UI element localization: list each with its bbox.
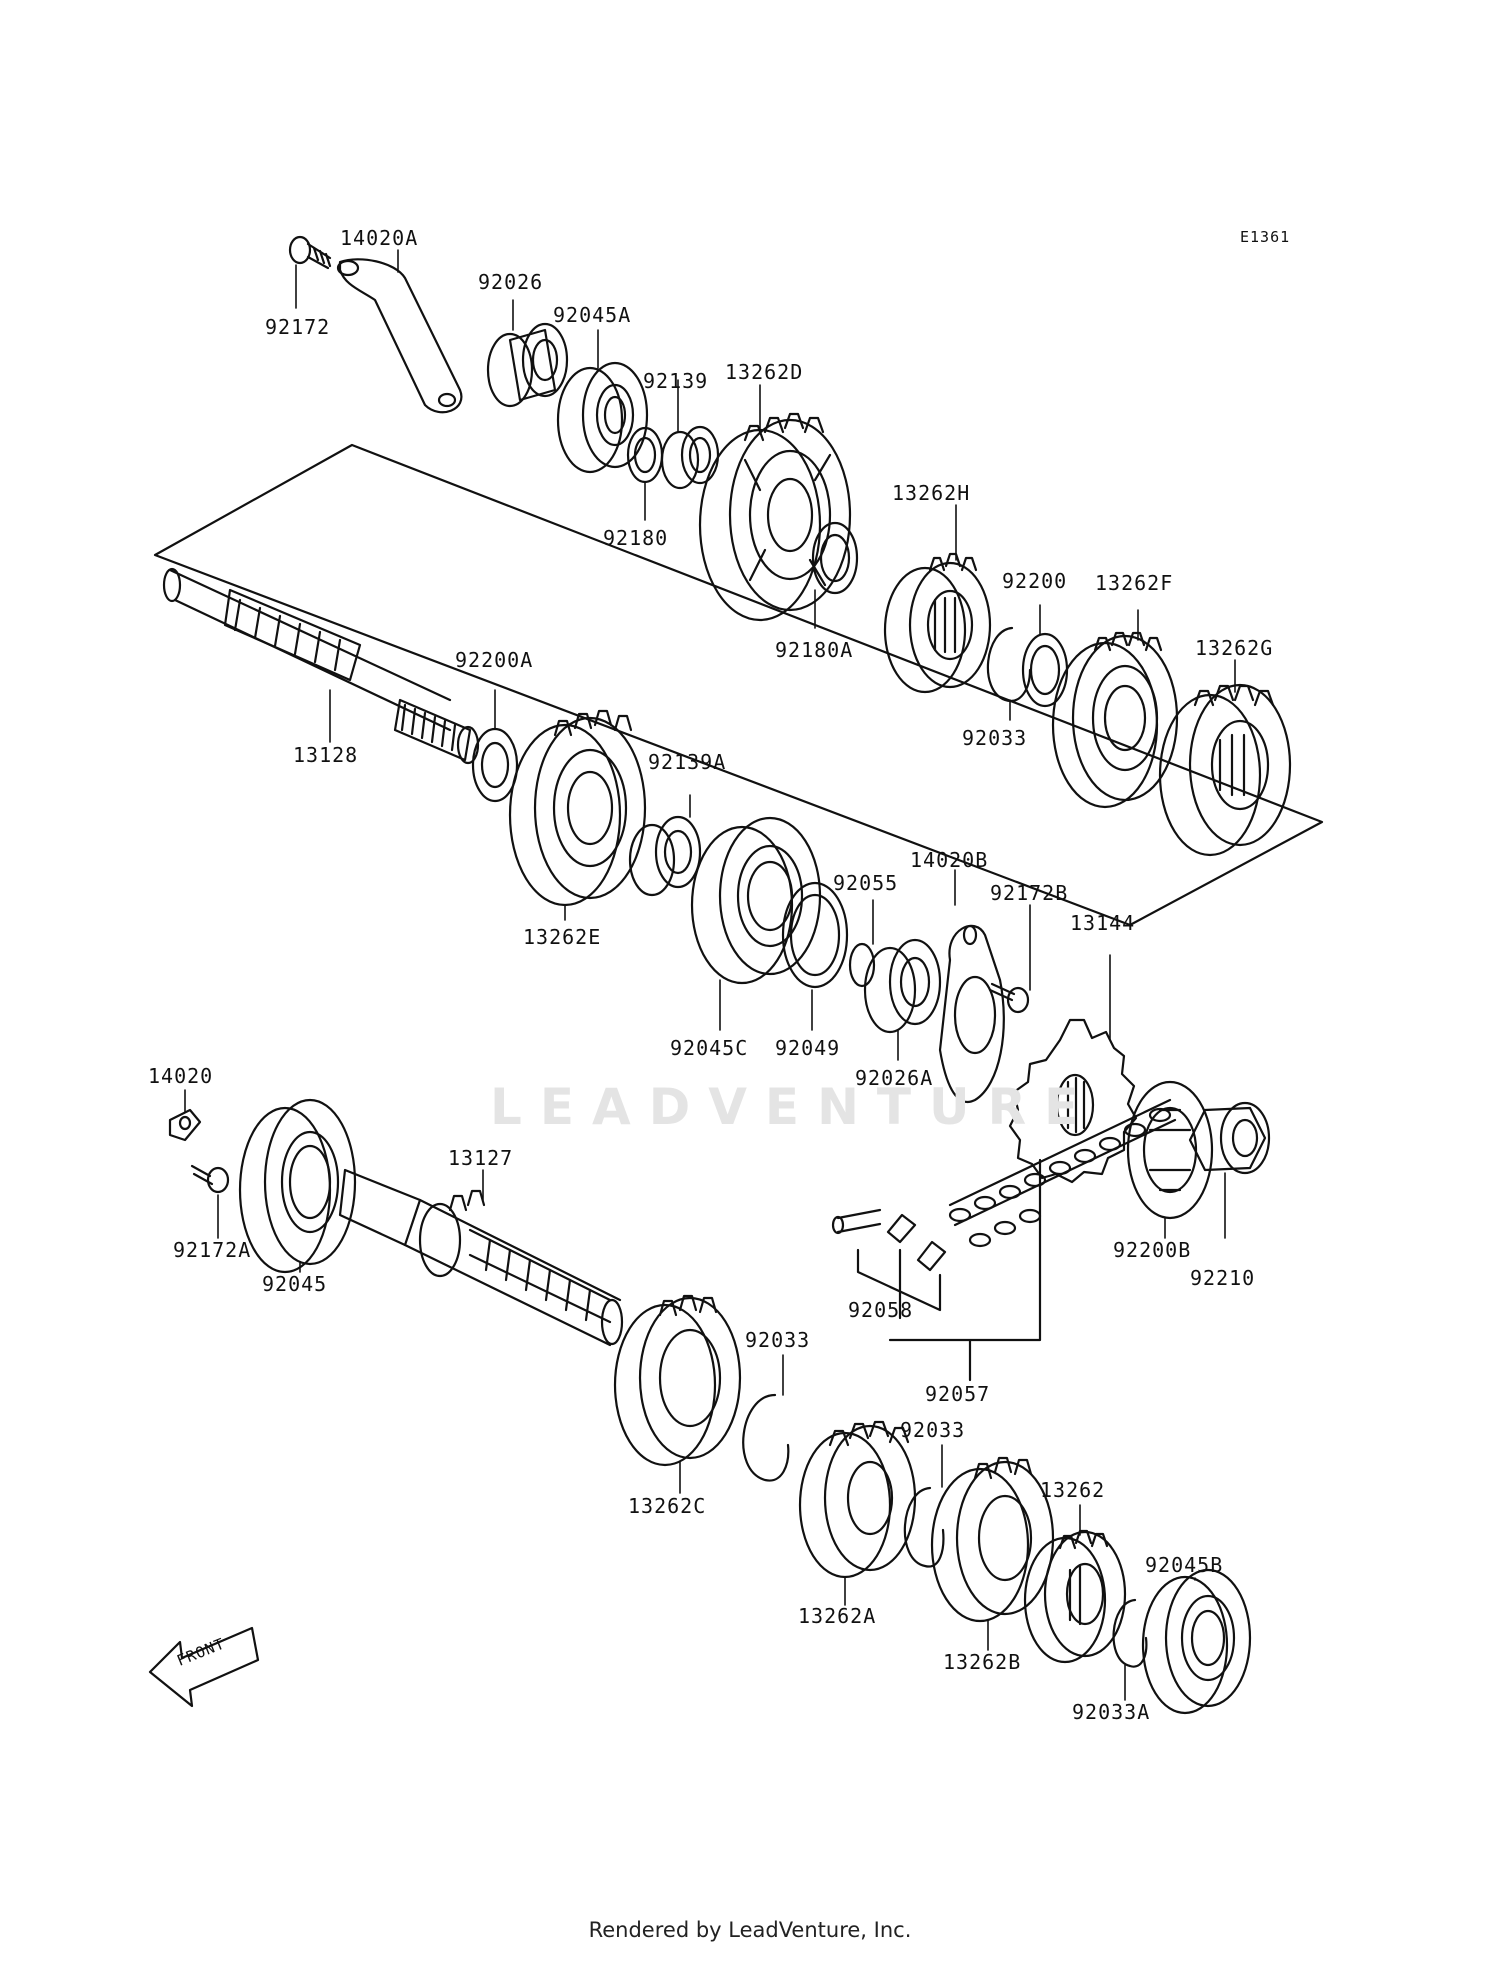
callout-13262F[interactable]: 13262F — [1095, 571, 1174, 595]
callout-92026A[interactable]: 92026A — [855, 1066, 934, 1090]
callout-13127[interactable]: 13127 — [448, 1146, 514, 1170]
callout-14020[interactable]: 14020 — [148, 1064, 214, 1088]
callout-13262A[interactable]: 13262A — [798, 1604, 877, 1628]
callout-92180A[interactable]: 92180A — [775, 638, 854, 662]
leader-92057 — [888, 1158, 1042, 1382]
collar-92026A[interactable] — [863, 938, 942, 1034]
o-ring-92055[interactable] — [848, 942, 876, 988]
lever-14020A[interactable] — [336, 258, 463, 414]
callout-92033A[interactable]: 92033A — [1072, 1700, 1151, 1724]
leader-lines — [184, 249, 1236, 1701]
gear-13262A[interactable] — [798, 1420, 917, 1579]
diagram-code: E1361 — [1240, 228, 1291, 246]
callout-92033-lower[interactable]: 92033 — [900, 1418, 966, 1442]
mainshaft-13127[interactable] — [338, 1168, 624, 1347]
callout-92033-upper[interactable]: 92033 — [962, 726, 1028, 750]
gear-13262B[interactable] — [930, 1456, 1055, 1623]
callout-13262B[interactable]: 13262B — [943, 1650, 1022, 1674]
gear-13262C[interactable] — [613, 1294, 742, 1467]
oil-seal-92049[interactable] — [781, 881, 849, 989]
gear-13262H[interactable] — [883, 552, 992, 694]
countershaft-assembly-outline — [153, 443, 1324, 927]
callout-13262H[interactable]: 13262H — [892, 481, 971, 505]
plate-14020B[interactable] — [938, 924, 1005, 1103]
callout-13262G[interactable]: 13262G — [1195, 636, 1274, 660]
callout-92172[interactable]: 92172 — [265, 315, 331, 339]
callout-92045[interactable]: 92045 — [262, 1272, 328, 1296]
circlip-92033-lower[interactable] — [903, 1486, 945, 1568]
callout-92058[interactable]: 92058 — [848, 1298, 914, 1322]
front-arrow-icon — [148, 1626, 260, 1708]
callout-92200B[interactable]: 92200B — [1113, 1238, 1192, 1262]
collar-92026[interactable] — [486, 322, 569, 408]
callout-92026[interactable]: 92026 — [478, 270, 544, 294]
plate-14020[interactable] — [168, 1108, 202, 1142]
callout-13262[interactable]: 13262 — [1040, 1478, 1106, 1502]
master-link-92058[interactable] — [831, 1208, 947, 1312]
callout-13262D[interactable]: 13262D — [725, 360, 804, 384]
bearing-92045[interactable] — [238, 1098, 357, 1274]
screw-92172A[interactable] — [190, 1164, 230, 1194]
callout-92045B[interactable]: 92045B — [1145, 1553, 1224, 1577]
callout-92057[interactable]: 92057 — [925, 1382, 991, 1406]
circlip-92033A[interactable] — [1112, 1598, 1148, 1668]
circlip-92033-mid[interactable] — [742, 1393, 790, 1482]
bearing-92045B[interactable] — [1141, 1568, 1252, 1715]
callout-14020B[interactable]: 14020B — [910, 848, 989, 872]
callout-92139[interactable]: 92139 — [643, 369, 709, 393]
gear-13262[interactable] — [1023, 1529, 1127, 1664]
callout-92172A[interactable]: 92172A — [173, 1238, 252, 1262]
callout-92045C[interactable]: 92045C — [670, 1036, 749, 1060]
gear-13262E[interactable] — [508, 709, 647, 907]
callout-92180[interactable]: 92180 — [603, 526, 669, 550]
callout-14020A[interactable]: 14020A — [340, 226, 419, 250]
callout-92055[interactable]: 92055 — [833, 871, 899, 895]
callout-92200A[interactable]: 92200A — [455, 648, 534, 672]
lockwasher-92200B[interactable] — [1126, 1080, 1214, 1220]
callout-92049[interactable]: 92049 — [775, 1036, 841, 1060]
nut-92210[interactable] — [1188, 1101, 1271, 1175]
screw-92172B[interactable] — [988, 982, 1030, 1014]
gear-13262F[interactable] — [1051, 631, 1179, 809]
washer-92180A[interactable] — [811, 521, 859, 595]
callout-13144[interactable]: 13144 — [1070, 911, 1136, 935]
callout-13262C[interactable]: 13262C — [628, 1494, 707, 1518]
footer-credit: Rendered by LeadVenture, Inc. — [588, 1918, 912, 1942]
callout-13262E[interactable]: 13262E — [523, 925, 602, 949]
bushing-92139[interactable] — [660, 425, 720, 490]
callout-92172B[interactable]: 92172B — [990, 881, 1069, 905]
shaft-13128[interactable] — [162, 567, 480, 765]
callout-13128[interactable]: 13128 — [293, 743, 359, 767]
watermark: LEADVENTURE — [490, 1078, 1097, 1136]
callout-92045A[interactable]: 92045A — [553, 303, 632, 327]
bearing-92045A[interactable] — [556, 361, 649, 474]
sprocket-13144[interactable] — [1008, 1018, 1138, 1184]
callout-92210[interactable]: 92210 — [1190, 1266, 1256, 1290]
bushing-92139A[interactable] — [628, 815, 702, 897]
callout-92033-mid[interactable]: 92033 — [745, 1328, 811, 1352]
gear-13262G[interactable] — [1158, 683, 1292, 857]
callout-92139A[interactable]: 92139A — [648, 750, 727, 774]
washer-92200A[interactable] — [471, 727, 519, 803]
callout-92200[interactable]: 92200 — [1002, 569, 1068, 593]
bolt-92172[interactable] — [288, 235, 332, 270]
bearing-92045C[interactable] — [690, 816, 822, 985]
